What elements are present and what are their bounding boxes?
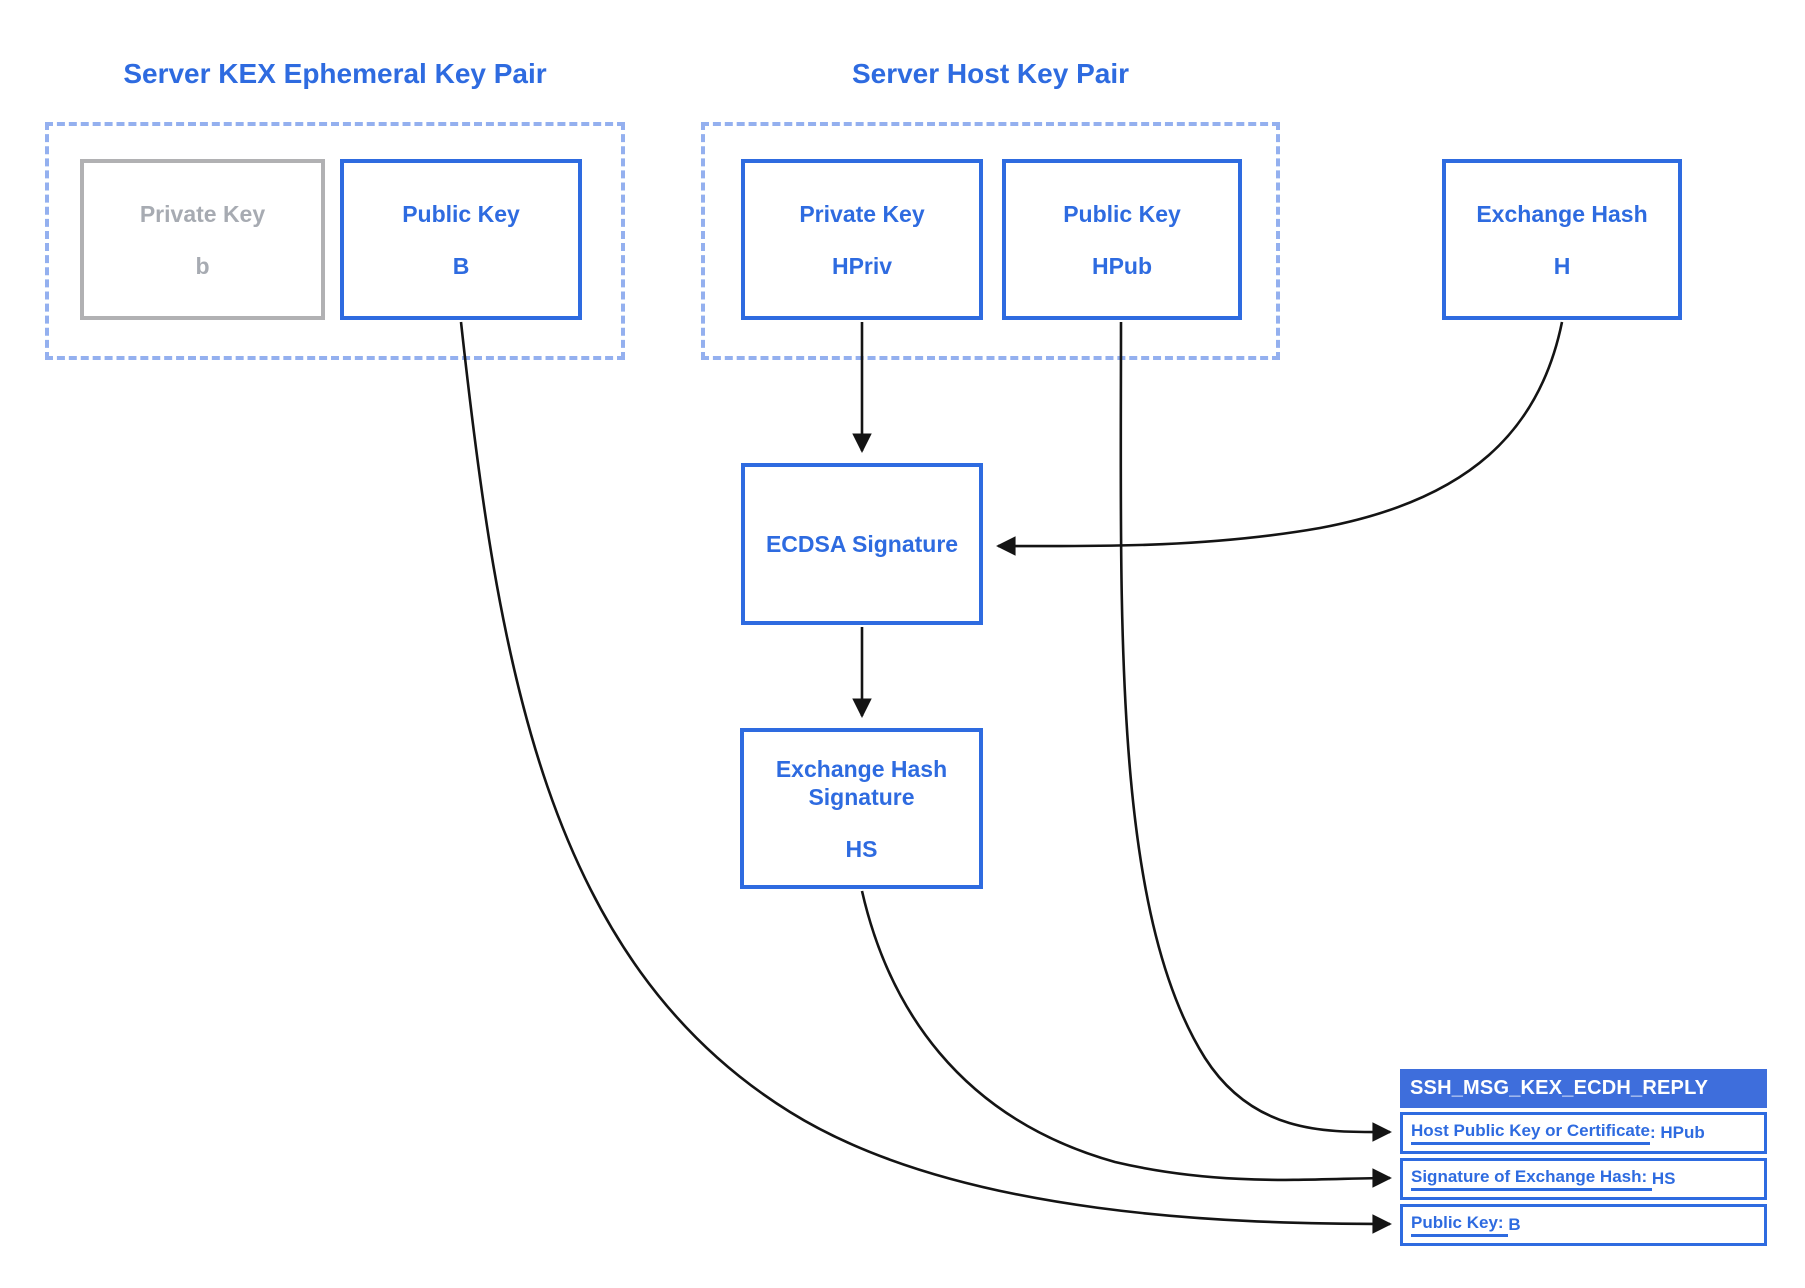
arrow-hpub-to-reply-row1 <box>1119 321 1392 1142</box>
node-label: Private Key <box>799 200 925 227</box>
reply-header: SSH_MSG_KEX_ECDH_REPLY <box>1400 1069 1767 1108</box>
arrow-hs-to-reply-row2 <box>860 890 1392 1188</box>
node-host-public-key: Public Key HPub <box>1002 159 1242 320</box>
reply-message-table: SSH_MSG_KEX_ECDH_REPLY Host Public Key o… <box>1400 1069 1767 1246</box>
reply-row-label: Host Public Key or Certificate <box>1411 1121 1651 1145</box>
reply-row-value: HS <box>1651 1169 1676 1188</box>
node-kex-private-key: Private Key b <box>80 159 325 320</box>
node-label: Public Key <box>1063 200 1181 227</box>
node-exchange-hash-signature: Exchange Hash Signature HS <box>740 728 983 889</box>
node-sublabel: b <box>195 252 210 279</box>
node-label: Exchange Hash Signature <box>775 755 948 810</box>
node-label: ECDSA Signature <box>765 531 959 557</box>
reply-row-signature: Signature of Exchange Hash: HS <box>1400 1158 1767 1200</box>
reply-row-host-public-key: Host Public Key or Certificate: HPub <box>1400 1112 1767 1154</box>
node-sublabel: HPriv <box>831 252 893 279</box>
reply-row-value: HPub <box>1660 1123 1705 1142</box>
reply-row-public-key: Public Key: B <box>1400 1204 1767 1246</box>
node-sublabel: B <box>452 252 470 279</box>
node-kex-public-key: Public Key B <box>340 159 582 320</box>
node-label: Private Key <box>139 200 266 227</box>
node-host-private-key: Private Key HPriv <box>741 159 983 320</box>
group-box-kex-ephemeral <box>45 122 625 360</box>
node-sublabel: H <box>1553 252 1571 279</box>
reply-row-value: B <box>1508 1215 1521 1234</box>
node-label: Exchange Hash <box>1476 200 1648 227</box>
reply-row-separator: : <box>1650 1123 1661 1142</box>
reply-row-label: Signature of Exchange Hash: <box>1411 1167 1652 1191</box>
node-label: Public Key <box>402 200 520 227</box>
node-ecdsa-signature: ECDSA Signature <box>741 463 983 625</box>
node-sublabel: HPub <box>1091 252 1153 279</box>
group-title-host-key: Server Host Key Pair <box>851 58 1130 89</box>
node-sublabel: HS <box>845 835 878 862</box>
reply-row-label: Public Key: <box>1411 1213 1509 1237</box>
node-exchange-hash: Exchange Hash H <box>1442 159 1682 320</box>
group-title-kex-ephemeral: Server KEX Ephemeral Key Pair <box>123 58 547 89</box>
